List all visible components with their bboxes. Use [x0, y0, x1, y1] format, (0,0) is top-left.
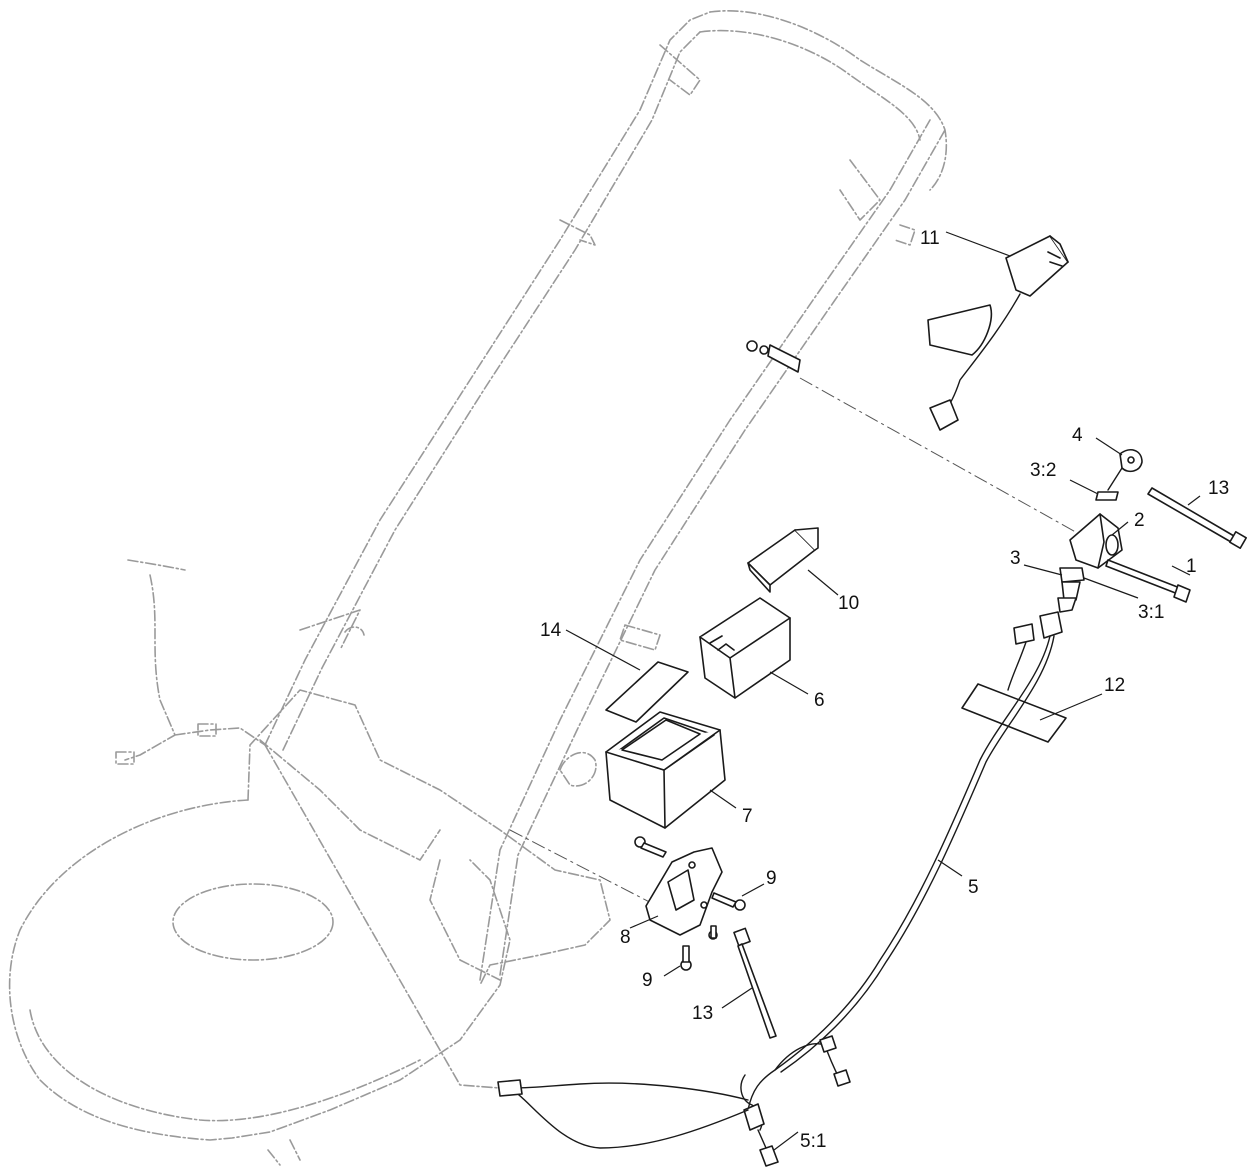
callout-9-lower: 9 [642, 970, 653, 991]
handle-lower-knob [559, 751, 597, 787]
battery-tray-part-7 [605, 711, 737, 829]
key-part-4 [1095, 437, 1143, 491]
wire-harness-part-5 [497, 611, 1063, 1167]
callout-3: 3 [1010, 548, 1021, 569]
assembly-line-key-switch [799, 377, 1091, 541]
deck-rear-housing [247, 689, 611, 986]
assembly-line-bracket [509, 829, 666, 911]
handle-top-loop-inner [699, 29, 921, 141]
bracket-part-8 [629, 847, 723, 936]
handle-bracket-right [619, 624, 661, 651]
callout-8: 8 [620, 927, 631, 948]
deck-blade-cover [172, 883, 334, 961]
callout-9-upper: 9 [766, 868, 777, 889]
handle-left-rail [264, 11, 711, 746]
handle-knob-right [894, 224, 916, 246]
ghost-connector-a [197, 723, 217, 737]
deck-rear-roller [267, 1139, 301, 1166]
charger-label [927, 304, 992, 356]
foam-block-part-10 [747, 527, 839, 596]
battery-part-6 [699, 597, 809, 699]
charger-part-11 [927, 231, 1069, 431]
callout-5: 5 [968, 877, 979, 898]
handle-right-rail-inner [499, 129, 946, 976]
callout-5-1: 5:1 [800, 1131, 826, 1152]
screw-part-1 [1105, 559, 1191, 603]
charger-body [1005, 235, 1069, 297]
callout-2: 2 [1134, 510, 1145, 531]
label-part-14 [565, 629, 689, 723]
callout-3-2: 3:2 [1030, 460, 1056, 481]
callout-13-upper: 13 [1208, 478, 1229, 499]
mower-deck-outline [8, 799, 511, 1141]
nut-part-3-2 [1069, 479, 1119, 501]
handle-bolt-hardware [746, 340, 801, 373]
callout-7: 7 [742, 806, 753, 827]
handle-crossbar [659, 44, 881, 221]
handle-left-rail-inner [282, 31, 701, 751]
ghost-harness-route [264, 744, 501, 1089]
handle-right-rail [479, 119, 931, 981]
callout-13-lower: 13 [692, 1003, 713, 1024]
deck-chute [259, 739, 441, 861]
callout-12: 12 [1104, 675, 1125, 696]
mower-deck-rim [29, 1009, 421, 1122]
callout-14: 14 [540, 620, 562, 641]
cable-tie-part-13-lower [721, 927, 777, 1039]
cable-tie-part-13-upper [1147, 487, 1247, 549]
deck-rear-wheel-well [429, 859, 501, 981]
callout-6: 6 [814, 690, 825, 711]
ghost-mower [8, 10, 948, 1166]
callout-10: 10 [838, 593, 859, 614]
handle-knob-left [559, 219, 596, 246]
ghost-connector-b [115, 751, 135, 765]
charger-plug [929, 399, 959, 431]
handle-top-loop [709, 10, 948, 191]
callout-4: 4 [1072, 425, 1083, 446]
label-part-12 [961, 683, 1103, 743]
ghost-wire-harness [124, 559, 266, 761]
callout-3-1: 3:1 [1138, 602, 1164, 623]
switch-housing-part-2 [1069, 513, 1129, 569]
callout-11: 11 [920, 228, 940, 249]
ignition-switch-part-3 [1023, 564, 1139, 613]
callout-labels: 1 2 3 3:1 3:2 4 5 5:1 6 7 8 9 9 10 11 12… [540, 228, 1229, 1152]
callout-1: 1 [1186, 556, 1197, 577]
handle-mid-crossbar [299, 609, 365, 651]
screws-part-9 [634, 836, 765, 977]
